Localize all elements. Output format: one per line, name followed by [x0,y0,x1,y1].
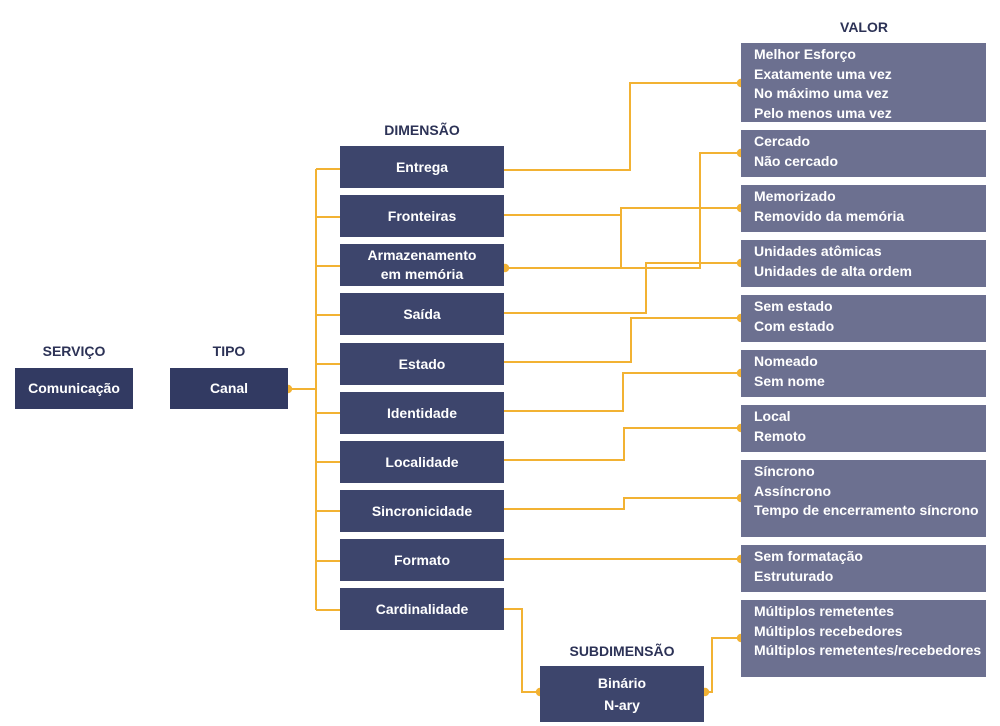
value-item: Remoto [754,427,807,444]
value-item: Nomeado [754,353,818,369]
value-item: Sem formatação [754,548,863,564]
value-item: No máximo uma vez [754,85,889,102]
value-item: Múltiplos recebedores [754,622,903,639]
value-item: Cercado [754,133,811,149]
value-box-entrega: Melhor Esforço Exatamente uma vez No máx… [741,43,986,122]
wire-estado [454,317,741,363]
service-box: Comunicação [15,368,133,409]
value-item: Sem estado [754,298,833,314]
wire-armazenamento [505,152,741,269]
value-item: Sem nome [754,372,825,389]
subdimension-box: Binário N-ary [540,666,704,722]
subdimension-item: N-ary [604,697,640,713]
dimension-box-armazenamento: Armazenamento em memória [340,244,504,286]
value-box-sincronicidade: Síncrono Assíncrono Tempo de encerrament… [741,460,986,537]
value-box-estado: Sem estado Com estado [741,295,986,342]
value-item: Assíncrono [754,482,832,499]
value-item: Memorizado [754,188,836,204]
wire-identidade [472,372,741,412]
value-item: Com estado [754,317,835,334]
wire-subdimension [705,637,741,693]
dimension-box-cardinalidade: Cardinalidade [340,588,504,630]
header-subdimension: SUBDIMENSÃO [569,643,675,659]
dimension-box-localidade: Localidade [340,441,504,483]
value-box-saida: Unidades atômicas Unidades de alta ordem [741,240,986,287]
value-item: Múltiplos remetentes [754,603,895,619]
dimension-box-fronteiras: Fronteiras [340,195,504,237]
value-item: Unidades atômicas [754,243,882,259]
dimension-box-saida: Saída [340,293,504,335]
dimension-label-line: em memória [380,266,464,282]
dimension-box-estado: Estado [340,343,504,385]
dimension-box-identidade: Identidade [340,392,504,434]
dimension-box-entrega: Entrega [340,146,504,188]
value-item: Melhor Esforço [754,46,856,62]
wire-localidade [470,427,741,461]
wire-entrega [466,82,741,171]
type-box: Canal [170,368,288,409]
value-box-identidade: Nomeado Sem nome [741,350,986,397]
value-item: Não cercado [754,152,839,169]
subdimension-item: Binário [597,675,647,691]
value-item: Removido da memória [754,207,905,224]
dimension-box-sincronicidade: Sincronicidade [340,490,504,532]
dimension-label-line: Armazenamento [367,247,477,263]
wire-fronteiras [477,207,741,216]
value-item: Múltiplos remetentes/recebedores [754,642,982,659]
header-dimension: DIMENSÃO [384,122,460,138]
value-item: Síncrono [754,463,815,479]
header-value: VALOR [840,19,888,35]
value-item: Tempo de encerramento síncrono [754,502,979,519]
value-item: Pelo menos uma vez [754,104,892,121]
wire-sincronicidade [479,497,741,510]
value-box-localidade: Local Remoto [741,405,986,452]
value-box-fronteiras: Cercado Não cercado [741,130,986,177]
value-item: Estruturado [754,567,834,584]
header-type: TIPO [212,343,246,359]
dimension-box-formato: Formato [340,539,504,581]
wire-saida [460,262,741,314]
value-box-formato: Sem formatação Estruturado [741,545,986,592]
value-item: Exatamente uma vez [754,65,892,82]
header-service: SERVIÇO [42,343,106,359]
value-box-armazenamento: Memorizado Removido da memória [741,185,986,232]
value-box-cardinalidade: Múltiplos remetentes Múltiplos recebedor… [741,600,986,677]
value-item: Unidades de alta ordem [754,262,912,279]
value-item: Local [754,408,791,424]
